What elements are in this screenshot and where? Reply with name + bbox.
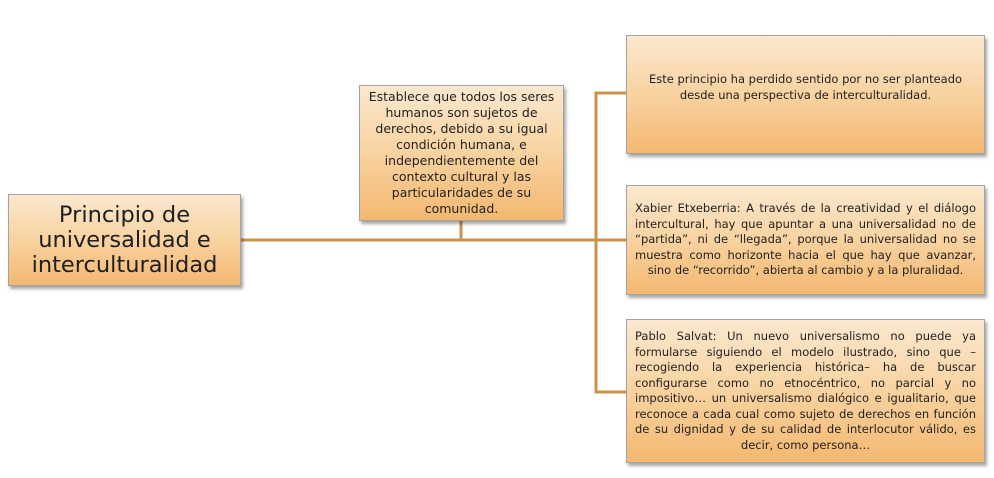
root-node: Principio de universalidad e intercultur… (8, 194, 241, 286)
branch-node-salvat: Pablo Salvat: Un nuevo universalismo no … (626, 319, 985, 463)
branch-node-perspective-text: Este principio ha perdido sentido por no… (648, 72, 963, 102)
branch-node-etxeberria: Xabier Etxeberria: A través de la creati… (626, 185, 985, 295)
branch-node-etxeberria-text: Xabier Etxeberria: A través de la creati… (635, 201, 976, 278)
root-node-text: Principio de universalidad e intercultur… (31, 201, 218, 278)
branch-node-perspective: Este principio ha perdido sentido por no… (626, 35, 985, 154)
branch-node-salvat-text: Pablo Salvat: Un nuevo universalismo no … (635, 329, 976, 452)
description-node: Establece que todos los seres humanos so… (359, 85, 564, 221)
description-node-text: Establece que todos los seres humanos so… (368, 89, 555, 216)
